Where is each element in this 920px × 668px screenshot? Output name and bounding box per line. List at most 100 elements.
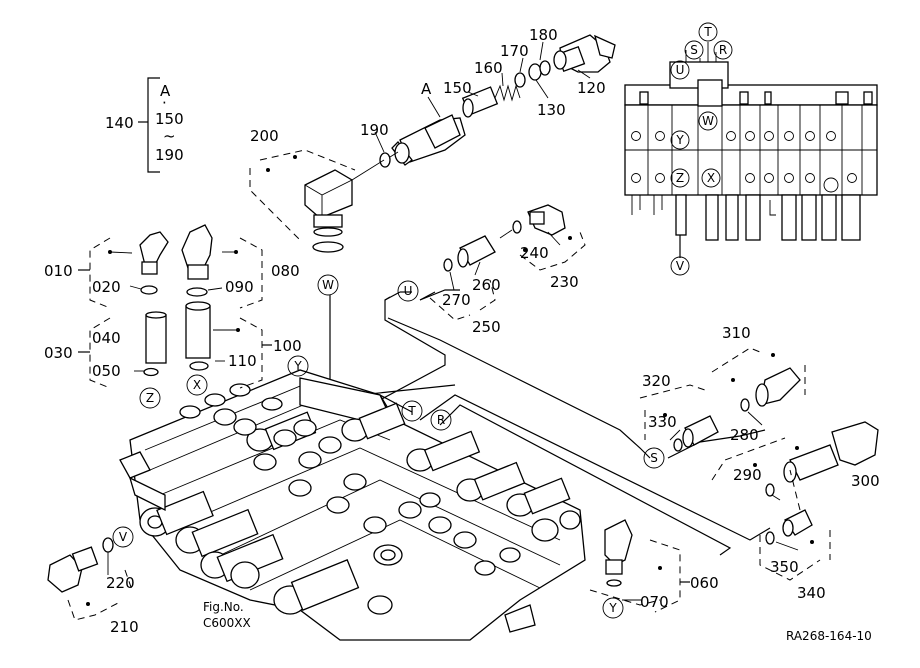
port-Z-schematic: Z bbox=[676, 171, 684, 185]
part-350-oring bbox=[765, 531, 775, 545]
hex-plugs bbox=[179, 383, 521, 615]
label-160: 160 bbox=[474, 59, 503, 77]
fig-number-label: Fig.No. bbox=[203, 600, 244, 614]
part-260-adapter bbox=[457, 235, 496, 268]
label-280: 280 bbox=[730, 426, 759, 444]
part-190-oring bbox=[379, 152, 391, 168]
part-270-oring bbox=[443, 258, 453, 272]
part-180-oring bbox=[539, 60, 551, 76]
part-310-oring bbox=[740, 398, 750, 412]
part-100-adapter bbox=[185, 301, 211, 371]
part-290-oring bbox=[765, 483, 775, 497]
port-R-main: R bbox=[437, 413, 445, 427]
label-200: 200 bbox=[250, 127, 279, 145]
label-140-190: 190 bbox=[155, 146, 184, 164]
port-V-main: V bbox=[119, 530, 128, 544]
label-210: 210 bbox=[110, 618, 139, 636]
label-290: 290 bbox=[733, 466, 762, 484]
label-230: 230 bbox=[550, 273, 579, 291]
port-S-main: S bbox=[650, 451, 658, 465]
part-240-elbow bbox=[527, 204, 566, 236]
label-A: A bbox=[421, 80, 432, 98]
port-S-schematic: S bbox=[690, 43, 698, 57]
label-100: 100 bbox=[273, 337, 302, 355]
port-T-main: T bbox=[407, 404, 416, 418]
port-Z-main: Z bbox=[146, 391, 154, 405]
label-150: 150 bbox=[443, 79, 472, 97]
label-180: 180 bbox=[529, 26, 558, 44]
valve-schematic bbox=[624, 42, 878, 258]
label-140-dot: · bbox=[162, 94, 167, 112]
label-190: 190 bbox=[360, 121, 389, 139]
label-240: 240 bbox=[520, 244, 549, 262]
label-300: 300 bbox=[851, 472, 880, 490]
label-010: 010 bbox=[44, 262, 73, 280]
part-210-elbow bbox=[47, 546, 99, 593]
label-140: 140 bbox=[105, 114, 134, 132]
part-220-oring bbox=[102, 537, 114, 553]
label-110: 110 bbox=[228, 352, 257, 370]
label-260: 260 bbox=[472, 276, 501, 294]
part-350-plug bbox=[782, 509, 813, 537]
leader-lines bbox=[86, 41, 814, 606]
control-valve-assembly bbox=[119, 369, 586, 641]
label-340: 340 bbox=[797, 584, 826, 602]
part-150-poppet bbox=[461, 86, 499, 118]
part-060-elbow bbox=[604, 519, 633, 587]
port-V-schematic: V bbox=[676, 259, 685, 273]
label-060: 060 bbox=[690, 574, 719, 592]
port-R-schematic: R bbox=[719, 43, 727, 57]
part-040-adapter bbox=[143, 311, 167, 377]
label-140-A: A bbox=[160, 82, 171, 100]
port-Y-main: Y bbox=[293, 359, 302, 373]
port-Y-schematic: Y bbox=[675, 133, 684, 147]
label-030: 030 bbox=[44, 344, 73, 362]
part-300-relief-valve bbox=[783, 421, 879, 483]
spool-cylinders bbox=[139, 402, 581, 615]
part-170-oring bbox=[514, 72, 526, 88]
port-U-main: U bbox=[404, 284, 413, 298]
group-brackets bbox=[67, 77, 831, 621]
part-160-spring bbox=[494, 84, 521, 102]
fig-number-code: C600XX bbox=[203, 616, 251, 630]
label-350: 350 bbox=[770, 558, 799, 576]
port-X-schematic: X bbox=[707, 171, 715, 185]
label-090: 090 bbox=[225, 278, 254, 296]
label-040: 040 bbox=[92, 329, 121, 347]
part-240-oring bbox=[512, 220, 522, 234]
label-050: 050 bbox=[92, 362, 121, 380]
port-U-schematic: U bbox=[676, 63, 685, 77]
part-number-labels: 140 A · 150 ~ 190 A 150 160 170 180 120 … bbox=[44, 26, 880, 643]
part-090-elbow bbox=[181, 224, 213, 297]
label-140-tilde: ~ bbox=[163, 127, 176, 145]
schematic-ports bbox=[631, 131, 859, 229]
part-020-elbow bbox=[139, 231, 169, 295]
part-200-manifold bbox=[304, 169, 353, 253]
label-310: 310 bbox=[722, 324, 751, 342]
reference-code: RA268-164-10 bbox=[786, 629, 872, 643]
label-330: 330 bbox=[648, 413, 677, 431]
port-X-main: X bbox=[193, 378, 201, 392]
part-120-elbow bbox=[553, 34, 616, 73]
port-markers: W U T R S V Y X Y Z U S T R W Y Z X V bbox=[112, 22, 733, 619]
label-080: 080 bbox=[271, 262, 300, 280]
part-310-sensor bbox=[755, 367, 801, 407]
part-A-relief-valve bbox=[391, 114, 466, 166]
part-330-adapter bbox=[682, 415, 719, 448]
port-T-schematic: T bbox=[703, 25, 712, 39]
label-220: 220 bbox=[106, 574, 135, 592]
label-270: 270 bbox=[442, 291, 471, 309]
part-330-oring bbox=[673, 438, 683, 452]
port-Y-lower: Y bbox=[608, 601, 617, 615]
label-120: 120 bbox=[577, 79, 606, 97]
label-170: 170 bbox=[500, 42, 529, 60]
port-W-main: W bbox=[322, 278, 334, 292]
label-140-150: 150 bbox=[155, 110, 184, 128]
part-130-oring bbox=[528, 63, 542, 81]
label-250: 250 bbox=[472, 318, 501, 336]
label-320: 320 bbox=[642, 372, 671, 390]
port-W-schematic: W bbox=[702, 114, 714, 128]
label-130: 130 bbox=[537, 101, 566, 119]
